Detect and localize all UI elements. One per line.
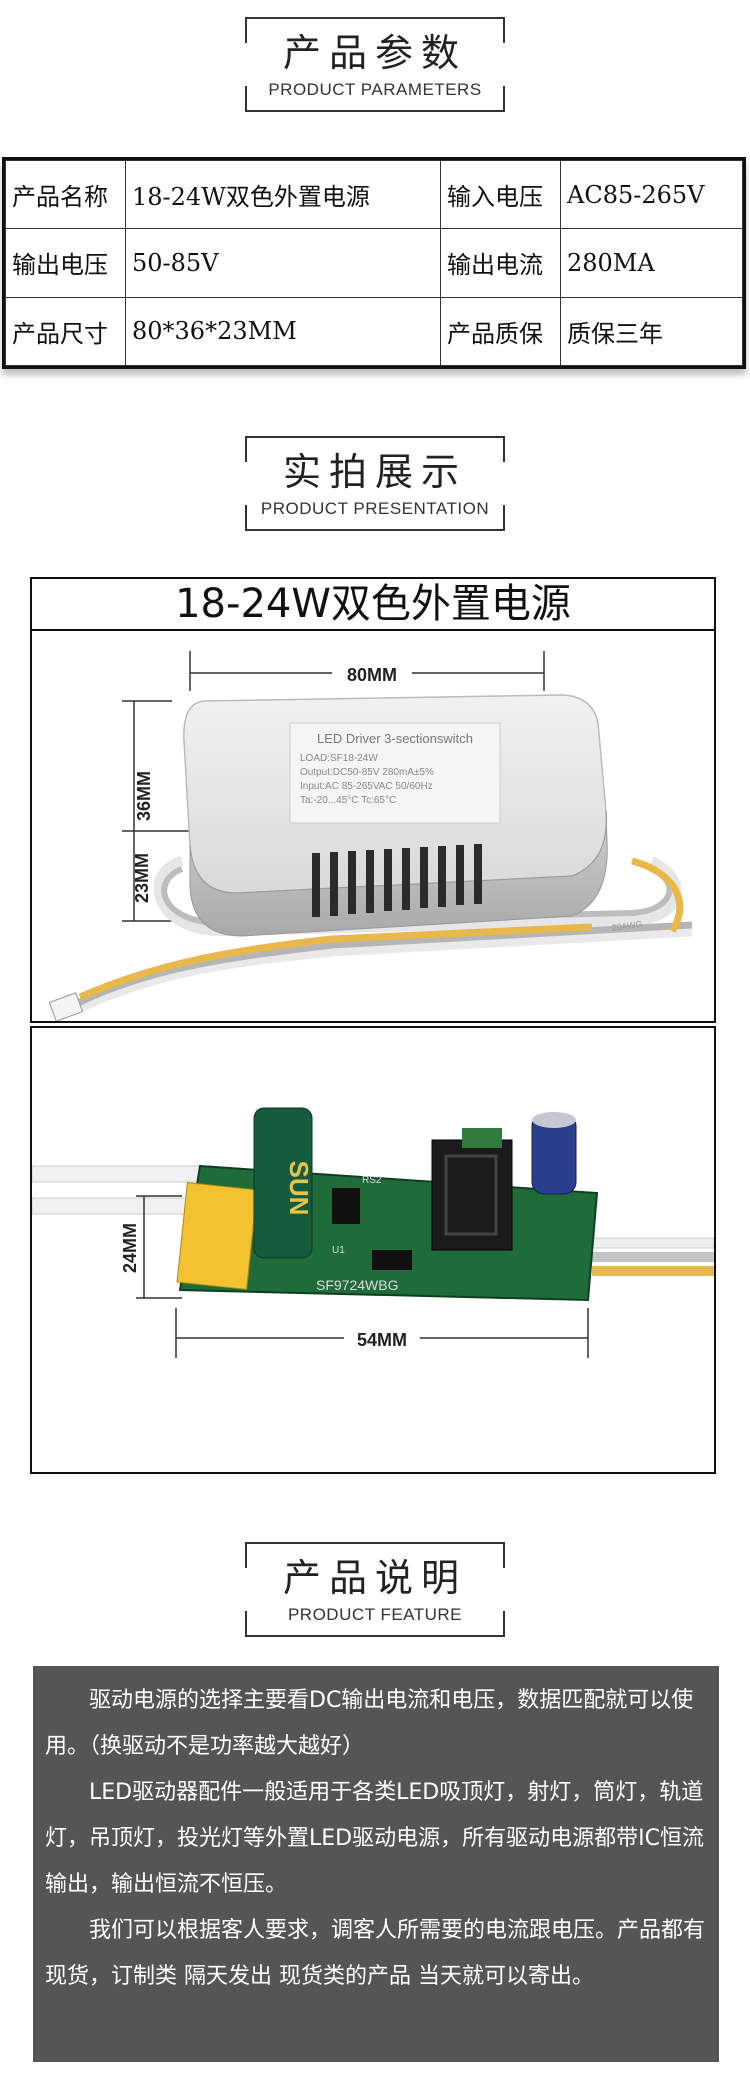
param-key: 输出电压 (5, 228, 126, 298)
feature-section-title: 产品说明 PRODUCT FEATURE (245, 1542, 505, 1637)
photo-banner: 18-24W双色外置电源 (32, 579, 714, 631)
case-label-line1: LED Driver 3-sectionswitch (317, 731, 473, 746)
params-table: 产品名称 18-24W双色外置电源 输入电压 AC85-265V 输出电压 50… (2, 157, 746, 369)
feature-title-cn: 产品说明 (282, 1556, 467, 1600)
title-bracket-top (245, 17, 505, 43)
driver-case-photo: 80MM 36MM 23MM LED Driver 3-sectionswi (48, 651, 693, 1021)
table-row: 产品尺寸 80*36*23MM 产品质保 质保三年 (5, 296, 743, 367)
title-bracket-bottom (245, 1611, 505, 1637)
presentation-title-cn: 实拍展示 (282, 450, 467, 494)
param-value: 18-24W双色外置电源 (125, 159, 441, 230)
capacitor-print: SUN (284, 1161, 314, 1216)
table-row: 产品名称 18-24W双色外置电源 输入电压 AC85-265V (5, 159, 743, 230)
params-section-title: 产品参数 PRODUCT PARAMETERS (245, 17, 505, 112)
param-value: 质保三年 (560, 296, 743, 367)
feature-paragraph-1: 驱动电源的选择主要看DC输出电流和电压，数据匹配就可以使用。（换驱动不是功率越大… (45, 1688, 694, 1759)
width-label-80: 80MM (347, 665, 397, 685)
param-value: AC85-265V (560, 159, 743, 230)
width-label-54: 54MM (357, 1330, 407, 1350)
param-key: 产品尺寸 (5, 296, 126, 367)
title-bracket-bottom (245, 86, 505, 112)
pcb-board-print: SF9724WBG (316, 1277, 398, 1293)
feature-paragraph-2: LED驱动器配件一般适用于各类LED吸顶灯，射灯，筒灯，轨道灯，吊顶灯，投光灯等… (45, 1780, 704, 1897)
height-label-24: 24MM (120, 1223, 140, 1273)
cable-print: 20AWG (611, 919, 643, 933)
case-label-line5: Ta:-20...45°C Tc:65°C (300, 795, 396, 806)
feature-paragraph-3: 我们可以根据客人要求，调客人所需要的电流跟电压。产品都有现货，订制类 隔天发出 … (45, 1918, 706, 1989)
params-title-en: PRODUCT PARAMETERS (268, 80, 482, 99)
photo-panel-pcb: SUN RS2 U1 SF9724WBG 24MM 54MM (30, 1026, 716, 1474)
title-bracket-top (245, 436, 505, 462)
feature-title-en: PRODUCT FEATURE (287, 1605, 463, 1624)
height-label-23: 23MM (132, 853, 152, 903)
params-title-cn: 产品参数 (282, 31, 467, 75)
height-label-36: 36MM (134, 771, 154, 821)
feature-description: 驱动电源的选择主要看DC输出电流和电压，数据匹配就可以使用。（换驱动不是功率越大… (33, 1666, 719, 2062)
param-value: 80*36*23MM (125, 296, 441, 367)
presentation-title-en: PRODUCT PRESENTATION (260, 499, 490, 518)
pcb-rs-print: RS2 (362, 1175, 382, 1186)
param-value: 50-85V (125, 228, 441, 298)
param-key: 产品质保 (440, 296, 561, 367)
case-label-line3: Output:DC50-85V 280mA±5% (300, 767, 434, 778)
title-bracket-bottom (245, 505, 505, 531)
case-label-line4: Input:AC 85-265VAC 50/60Hz (300, 781, 433, 792)
param-key: 输出电流 (440, 228, 561, 298)
param-key: 产品名称 (5, 159, 126, 230)
pcb-photo: SUN RS2 U1 SF9724WBG 24MM 54MM (32, 1107, 714, 1358)
title-bracket-top (245, 1542, 505, 1568)
pcb-u1-print: U1 (332, 1245, 345, 1256)
photo-panel-case: 18-24W双色外置电源 80MM 36MM 23MM (30, 577, 716, 1023)
presentation-section-title: 实拍展示 PRODUCT PRESENTATION (245, 436, 505, 531)
param-key: 输入电压 (440, 159, 561, 230)
case-label-line2: LOAD:SF18-24W (300, 753, 378, 764)
table-row: 输出电压 50-85V 输出电流 280MA (5, 228, 743, 298)
cable-connector (48, 992, 84, 1021)
param-value: 280MA (560, 228, 743, 298)
